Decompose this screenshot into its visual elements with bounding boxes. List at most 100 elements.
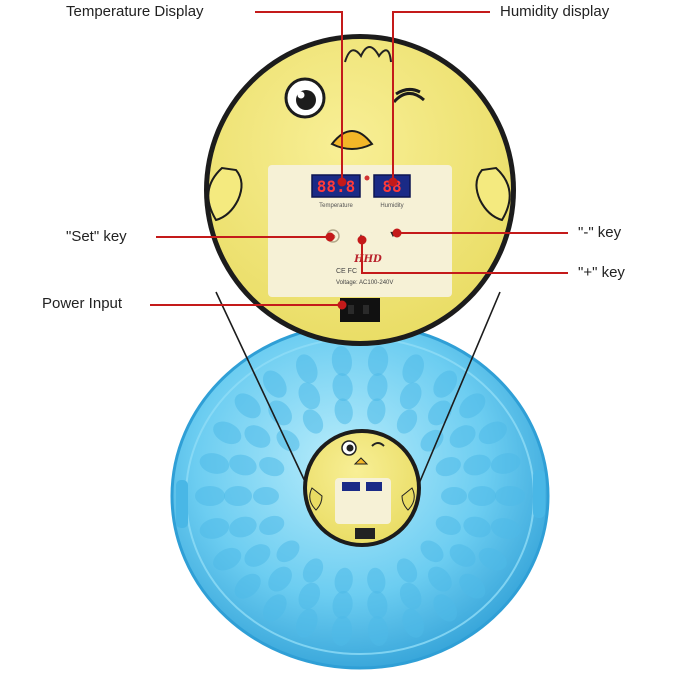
egg-slot <box>224 486 252 506</box>
egg-slot <box>396 409 418 434</box>
egg-slot <box>213 421 242 445</box>
egg-slot <box>367 373 388 402</box>
egg-slots <box>195 346 525 646</box>
egg-slot <box>253 487 279 505</box>
egg-slot <box>367 398 386 425</box>
egg-slot <box>433 370 458 398</box>
egg-slot <box>296 354 318 384</box>
egg-slot <box>276 540 300 563</box>
callout-lines <box>150 11 568 310</box>
egg-slot <box>298 582 321 610</box>
callout-dot-humidity <box>388 177 398 187</box>
egg-slot <box>368 346 389 376</box>
callout-label-power: Power Input <box>42 295 123 312</box>
temperature-display: 88.8 Temperature <box>311 174 361 209</box>
egg-slot <box>459 393 486 419</box>
egg-slot <box>428 566 452 592</box>
egg-slot <box>420 540 444 563</box>
callout-label-temperature: Temperature Display <box>66 3 204 20</box>
egg-slot <box>367 567 386 594</box>
egg-slot <box>368 616 389 646</box>
egg-slot <box>478 421 507 445</box>
callout-dot-power <box>337 300 347 310</box>
base-handle-left <box>176 480 188 528</box>
control-panel <box>268 165 452 297</box>
base-handle-right <box>533 470 545 518</box>
callout-label-minus-key: "-" key <box>578 224 622 241</box>
egg-slot <box>268 566 292 592</box>
egg-slot <box>229 516 257 538</box>
egg-slot <box>463 516 491 538</box>
egg-slot <box>268 400 292 426</box>
egg-slot <box>332 373 353 402</box>
egg-slot <box>449 425 476 448</box>
egg-slot <box>229 454 257 476</box>
temperature-reading: 88.8 <box>317 177 356 196</box>
egg-slot <box>302 409 324 434</box>
callout-label-set-key: "Set" key <box>66 228 127 245</box>
connector-line-right <box>409 291 501 506</box>
egg-slot <box>276 429 300 452</box>
egg-slot <box>334 398 353 425</box>
callout-line-plus-key <box>361 240 568 274</box>
egg-slot <box>367 590 388 619</box>
egg-slot <box>234 393 261 419</box>
egg-slot <box>463 454 491 476</box>
egg-slot <box>468 486 496 506</box>
callout-dot-temperature <box>337 177 347 187</box>
egg-slot <box>262 594 287 622</box>
egg-slot <box>490 453 521 474</box>
egg-slot <box>420 429 444 452</box>
connector-line-left <box>215 291 317 506</box>
egg-slot <box>433 594 458 622</box>
egg-slot <box>396 558 418 583</box>
humidity-caption: Humidity <box>380 203 403 209</box>
egg-slot <box>199 518 230 539</box>
egg-slot <box>478 547 507 571</box>
large-lid: 88.8 Temperature 88 Humidity ⊙ ▲ ▼ HHD C… <box>204 34 516 346</box>
egg-slot <box>331 616 352 646</box>
power-input-socket[interactable] <box>340 298 380 322</box>
egg-slot <box>195 486 225 506</box>
callout-line-temperature <box>255 11 343 182</box>
callout-dot-minus-key <box>392 228 402 238</box>
egg-slot <box>259 515 285 535</box>
egg-slot <box>199 453 230 474</box>
egg-slot <box>298 382 321 410</box>
egg-slot <box>449 544 476 567</box>
egg-slot <box>331 346 352 376</box>
egg-slot <box>334 567 353 594</box>
chick-wing-left-icon <box>207 166 243 222</box>
egg-slot <box>262 370 287 398</box>
chick-eye-wink-icon <box>392 87 425 104</box>
egg-slot <box>495 486 525 506</box>
egg-slot <box>302 558 324 583</box>
egg-slot <box>213 547 242 571</box>
egg-slot <box>435 515 461 535</box>
egg-slot <box>234 573 261 599</box>
egg-slot <box>296 608 318 638</box>
cert-marks: CE FC <box>336 268 357 275</box>
callout-dot-set-key <box>325 232 335 242</box>
egg-slot <box>402 608 424 638</box>
chick-wing-right-icon <box>475 166 511 222</box>
egg-slot <box>441 487 467 505</box>
chick-tuft <box>344 46 392 63</box>
egg-slot <box>459 573 486 599</box>
callout-dot-plus-key <box>357 235 367 245</box>
callout-label-plus-key: "+" key <box>578 264 625 281</box>
egg-slot <box>435 457 461 477</box>
brand-logo: HHD <box>353 254 382 265</box>
egg-slot <box>402 354 424 384</box>
egg-slot <box>399 382 422 410</box>
egg-slot <box>259 457 285 477</box>
egg-slot <box>332 590 353 619</box>
egg-slot <box>399 582 422 610</box>
callout-line-humidity <box>392 11 490 182</box>
egg-slot <box>244 544 271 567</box>
temperature-caption: Temperature <box>319 203 353 209</box>
callout-label-humidity: Humidity display <box>500 3 610 20</box>
chick-eye-open-icon <box>284 77 326 119</box>
